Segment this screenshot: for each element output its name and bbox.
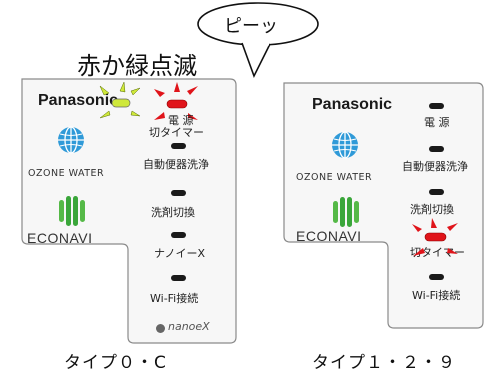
- left-globe-icon: [58, 126, 84, 154]
- left-caption: タイプ０・C: [64, 353, 167, 373]
- left-label-auto-flush: 自動便器洗浄: [143, 158, 209, 171]
- left-led-timer: [171, 143, 186, 149]
- right-led-detergent: [429, 189, 444, 195]
- right-brand-logo: Panasonic: [312, 96, 393, 113]
- left-econavi-label: ECONAVI: [27, 230, 93, 246]
- left-nanoe-logo-text: nanoeX: [168, 320, 210, 333]
- left-label-wifi: Wi-Fi接続: [150, 292, 199, 305]
- right-led-auto-flush: [429, 146, 444, 152]
- left-led-wifi: [171, 275, 186, 281]
- blink-title: 赤か緑点滅: [77, 52, 197, 80]
- left-led-nanoe: [171, 232, 186, 238]
- speech-bubble: [197, 2, 319, 79]
- right-label-detergent: 洗剤切換: [410, 203, 454, 216]
- left-leaf-icon: [59, 196, 85, 226]
- left-label-power: 電 源: [168, 114, 194, 127]
- right-leaf-icon: [333, 197, 359, 227]
- left-led-detergent: [171, 190, 186, 196]
- right-label-auto-flush: 自動便器洗浄: [402, 160, 468, 173]
- right-ozone-label: OZONE WATER: [296, 172, 373, 183]
- left-ozone-label: OZONE WATER: [28, 168, 105, 179]
- right-led-wifi: [429, 274, 444, 280]
- left-green-led-flash: [99, 81, 141, 119]
- left-red-led-flash: [154, 82, 198, 120]
- right-red-led-flash: [412, 218, 458, 256]
- bubble-text: ピーッ: [224, 16, 278, 37]
- right-label-timer: 切タイマー: [410, 246, 465, 259]
- nanoe-logo-icon: [156, 324, 165, 333]
- left-label-detergent: 洗剤切換: [151, 206, 195, 219]
- left-label-timer: 切タイマー: [149, 126, 204, 139]
- left-label-nanoe: ナノイーX: [154, 247, 205, 260]
- right-label-power: 電 源: [424, 116, 450, 129]
- right-label-wifi: Wi-Fi接続: [412, 289, 461, 302]
- left-brand-logo: Panasonic: [38, 92, 119, 109]
- right-globe-icon: [332, 131, 358, 159]
- right-caption: タイプ１・２・９: [312, 353, 456, 373]
- right-led-power: [429, 103, 444, 109]
- right-econavi-label: ECONAVI: [296, 228, 362, 244]
